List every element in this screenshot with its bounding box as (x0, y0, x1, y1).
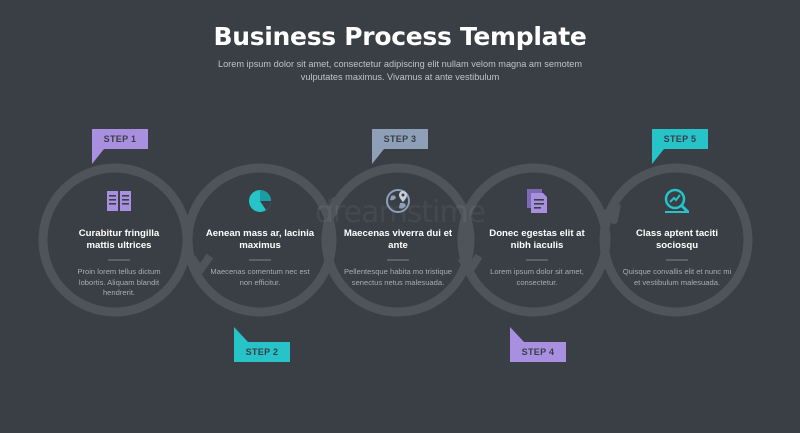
step-5-divider (666, 259, 688, 261)
step-1-divider (108, 259, 130, 261)
ring-step-2 (183, 163, 337, 317)
step-5-tag: STEP 5 (652, 129, 708, 149)
step-2-content: Aenean mass ar, lacinia maximus Maecenas… (205, 228, 315, 288)
step-5-tag-tail (652, 149, 664, 164)
step-2-divider (249, 259, 271, 261)
step-4-tag: STEP 4 (510, 342, 566, 362)
step-2-heading: Aenean mass ar, lacinia maximus (205, 228, 315, 251)
arrow-icon (457, 253, 483, 274)
arrow-icon (188, 253, 214, 274)
step-5-content: Class aptent taciti sociosqu Quisque con… (622, 228, 732, 288)
step-2-body: Maecenas comentum nec est non efficitur. (210, 267, 310, 287)
step-4-divider (526, 259, 548, 261)
step-1-heading: Curabitur fringilla mattis ultrices (78, 228, 160, 251)
arrow-icon (600, 203, 621, 224)
step-4-tag-tail (510, 327, 524, 342)
arrow-icon (317, 197, 340, 217)
step-5-heading: Class aptent taciti sociosqu (635, 228, 719, 251)
analytics-search-icon (664, 188, 690, 214)
step-4-heading: Donec egestas elit at nibh iaculis (489, 228, 585, 251)
step-1-tag: STEP 1 (92, 129, 148, 149)
ring-step-3 (321, 163, 475, 317)
pie-chart-icon (249, 190, 271, 212)
step-4-body: Lorem ipsum dolor sit amet, consectetur. (490, 267, 584, 287)
page-subtitle: Lorem ipsum dolor sit amet, consectetur … (217, 59, 583, 82)
ring-step-5 (599, 163, 753, 317)
step-3-divider (387, 259, 409, 261)
step-1-content: Curabitur fringilla mattis ultrices Proi… (64, 228, 174, 299)
step-1-body: Proin lorem tellus dictum lobortis. Aliq… (77, 267, 161, 297)
documents-icon (527, 189, 547, 213)
step-3-tag-tail (372, 149, 384, 164)
location-globe-icon (386, 189, 410, 213)
book-icon (107, 191, 131, 211)
step-3-body: Pellentesque habita mo tristique senectu… (343, 267, 453, 287)
step-4-content: Donec egestas elit at nibh iaculis Lorem… (482, 228, 592, 288)
step-5-body: Quisque convallis elit et nunc mi et ves… (622, 267, 732, 287)
step-3-content: Maecenas viverra dui et ante Pellentesqu… (343, 228, 453, 288)
step-2-tag-tail (234, 327, 248, 342)
step-2-tag: STEP 2 (234, 342, 290, 362)
step-3-heading: Maecenas viverra dui et ante (343, 228, 453, 251)
step-1-tag-tail (92, 149, 104, 164)
step-3-tag: STEP 3 (372, 129, 428, 149)
page-title: Business Process Template (213, 22, 587, 51)
